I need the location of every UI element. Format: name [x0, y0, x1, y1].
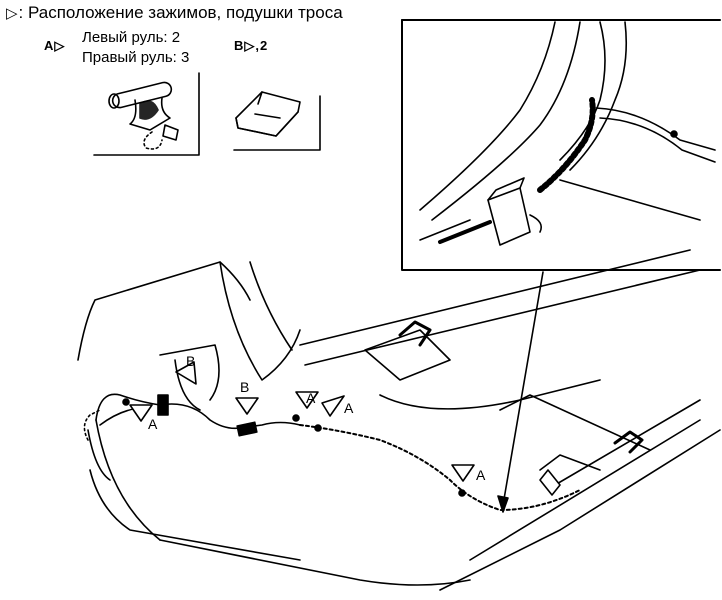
label-a-1: A — [148, 416, 158, 432]
label-a-2: A — [306, 390, 316, 406]
caption-marker: ▷ — [6, 5, 18, 22]
marker-b-2 — [235, 397, 259, 415]
label-a-3: A — [344, 400, 354, 416]
clip-a-illustration — [93, 72, 200, 156]
label-b-2: B — [240, 379, 249, 395]
clip-markers — [129, 361, 475, 482]
cushion-b-illustration — [233, 91, 321, 151]
legend-left-hand-drive: Левый руль: 2 — [82, 29, 181, 46]
diagram-caption: ▷: Расположение зажимов, подушки троса — [6, 3, 343, 23]
vehicle-body-outline — [77, 249, 721, 591]
legend-right-hand-drive: Правый руль: 3 — [82, 49, 190, 66]
marker-a-2 — [295, 391, 319, 409]
label-a-4: A — [476, 467, 486, 483]
inset-pointer-arrow — [497, 271, 544, 513]
marker-b-1 — [175, 361, 197, 385]
marker-a-4 — [451, 464, 475, 482]
legend-key-a: A▷ — [44, 38, 66, 53]
marker-a-3 — [321, 395, 345, 417]
inset-detail-frame — [401, 19, 721, 271]
legend-key-b: B▷,2 — [234, 38, 269, 53]
marker-a-1 — [129, 404, 153, 422]
label-b-1: B — [186, 353, 195, 369]
caption-text: : Расположение зажимов, подушки троса — [18, 3, 343, 22]
